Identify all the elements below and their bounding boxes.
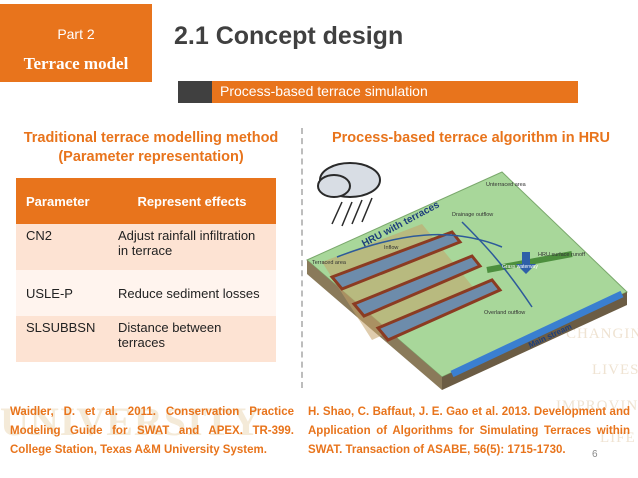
left-citation: Waidler, D. et al. 2011. Conservation Pr…	[10, 406, 294, 456]
table-cell: CN2	[16, 224, 108, 270]
header-effects: Represent effects	[108, 178, 276, 224]
main-stream	[450, 290, 624, 378]
page-title: 2.1 Concept design	[174, 22, 404, 50]
watermark-improving: IMPROVING	[556, 398, 638, 414]
watermark-changing: CHANGING	[566, 326, 638, 342]
table-cell: Adjust rainfall infiltration in terrace	[108, 224, 276, 270]
rain-icon	[331, 197, 373, 227]
terrace-strip	[329, 230, 463, 291]
column-divider	[301, 128, 303, 388]
label-overland-outflow: Overland outflow	[484, 310, 525, 316]
label-drainage-outflow: Drainage outflow	[452, 212, 493, 218]
label-grass-waterway: Grass waterway	[502, 264, 538, 270]
table-cell: USLE-P	[16, 270, 108, 316]
table-header-row: Parameter Represent effects	[16, 178, 276, 224]
header-parameter: Parameter	[16, 178, 108, 224]
terrace-diagram: HRU with terraces Unterraced area Terrac…	[306, 162, 628, 390]
section-badge: Part 2 Terrace model	[0, 4, 152, 82]
table-cell: Reduce sediment losses	[108, 270, 276, 316]
watermark-university: UNIVERSITY	[0, 399, 262, 444]
table-cell: Distance between terraces	[108, 316, 276, 362]
right-heading: Process-based terrace algorithm in HRU	[331, 130, 610, 146]
section-label: Terrace model	[23, 54, 129, 73]
terrace-strip	[375, 278, 503, 342]
table-row: SLSUBBSN Distance between terraces	[16, 316, 276, 362]
left-heading-line1: Traditional terrace modelling method	[23, 130, 279, 146]
page-number: 6	[592, 449, 598, 460]
label-inflow: Inflow	[384, 245, 398, 251]
drainage-line	[461, 221, 533, 308]
part-label: Part 2	[57, 26, 95, 42]
label-hru-surface-runoff: HRU surface runoff	[538, 252, 585, 258]
table-cell: SLSUBBSN	[16, 316, 108, 362]
left-heading-line2: (Parameter representation)	[58, 149, 244, 165]
table-row: CN2 Adjust rainfall infiltration in terr…	[16, 224, 276, 270]
label-terraced-area: Terraced area	[312, 260, 347, 266]
label-unterraced-area: Unterraced area	[486, 182, 527, 188]
subtitle-bar	[212, 81, 578, 103]
parameter-table: Parameter Represent effects CN2 Adjust r…	[16, 178, 276, 362]
surface-runoff-arrow	[516, 252, 536, 274]
subtitle-marker	[178, 81, 212, 103]
left-heading: Traditional terrace modelling method (Pa…	[14, 129, 288, 167]
right-citation: H. Shao, C. Baffaut, J. E. Gao et al. 20…	[308, 406, 630, 456]
inflow-line	[336, 233, 503, 258]
table-row: USLE-P Reduce sediment losses	[16, 270, 276, 316]
subtitle: Process-based terrace simulation	[220, 83, 428, 99]
cloud-puff	[317, 174, 351, 198]
terrace-strip	[351, 254, 483, 318]
watermark-lives: LIVES	[592, 362, 638, 378]
watermark-life: LIFE	[600, 430, 636, 446]
